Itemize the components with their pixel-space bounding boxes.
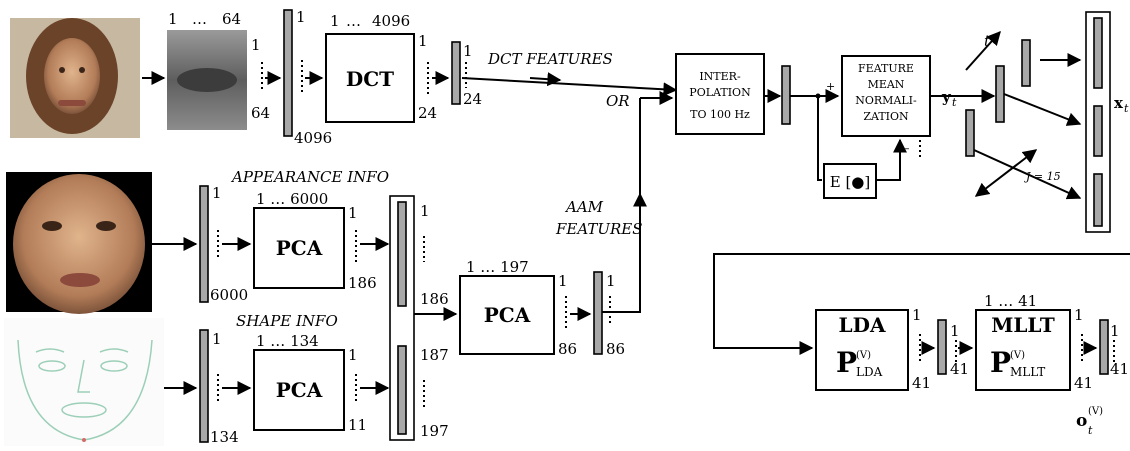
fmn-line4: ZATION bbox=[863, 110, 909, 123]
pca-shape-out-start: 1 bbox=[348, 346, 358, 364]
appearance-vec-end: 6000 bbox=[210, 286, 248, 304]
aam-feature-vector bbox=[594, 272, 602, 354]
lda-out-start: 1 bbox=[950, 322, 960, 340]
shape-vector bbox=[200, 330, 208, 442]
concat-top-start: 1 bbox=[420, 202, 430, 220]
stacked-part-3 bbox=[1094, 174, 1102, 226]
mllt-out-start: 1 bbox=[1110, 322, 1120, 340]
pca-aam-label: PCA bbox=[484, 303, 531, 327]
stack-vector-right bbox=[1022, 40, 1030, 86]
concat-shape-part bbox=[398, 346, 406, 434]
lda-matrix: P bbox=[836, 346, 857, 379]
pca-appearance-out-start: 1 bbox=[348, 204, 358, 222]
aam-vec-start: 1 bbox=[606, 272, 616, 290]
shape-info-label: SHAPE INFO bbox=[236, 312, 338, 330]
stacked-part-2 bbox=[1094, 106, 1102, 156]
x-label: x bbox=[1114, 94, 1124, 112]
pca-shape-range: 1 … 134 bbox=[256, 332, 319, 350]
lda-matrix-sub: LDA bbox=[856, 365, 883, 379]
lda-matrix-sup: (V) bbox=[856, 350, 871, 361]
dct-vec-start: 1 bbox=[463, 42, 473, 60]
pca-appearance-out-end: 186 bbox=[348, 274, 377, 292]
dct-range-start: 1 bbox=[330, 12, 340, 30]
fmn-plus: + bbox=[826, 80, 835, 93]
crop-height-start: 1 bbox=[251, 36, 261, 54]
mllt-in-end: 41 bbox=[1074, 374, 1093, 392]
svg-text:…: … bbox=[346, 12, 361, 30]
o-sub: t bbox=[1088, 424, 1093, 437]
stack-vector-mid bbox=[996, 66, 1004, 122]
dct-out-end: 24 bbox=[418, 104, 437, 122]
face-shape-mesh-image bbox=[4, 318, 164, 446]
lda-label: LDA bbox=[839, 313, 886, 337]
interp-line2: POLATION bbox=[689, 86, 751, 99]
mllt-matrix-sup: (V) bbox=[1010, 350, 1025, 361]
aam-features-line2: FEATURES bbox=[555, 220, 643, 238]
t-label: t bbox=[984, 32, 991, 50]
expectation-label: E [●] bbox=[830, 173, 871, 191]
stacked-part-1 bbox=[1094, 18, 1102, 88]
mllt-range: 1 … 41 bbox=[984, 292, 1037, 310]
or-label: OR bbox=[606, 92, 630, 110]
aam-vec-end: 86 bbox=[606, 340, 625, 358]
lda-in-start: 1 bbox=[912, 306, 922, 324]
pca-shape-label: PCA bbox=[276, 378, 323, 402]
dct-feature-vector bbox=[452, 42, 460, 104]
lda-out-end: 41 bbox=[950, 360, 969, 378]
appearance-info-label: APPEARANCE INFO bbox=[230, 168, 389, 186]
appearance-vector bbox=[200, 186, 208, 302]
mllt-matrix-sub: MLLT bbox=[1010, 365, 1045, 379]
face-photo-full bbox=[10, 18, 140, 138]
concat-appearance-part bbox=[398, 202, 406, 306]
mouth-roi-image bbox=[167, 30, 247, 130]
dct-features-label: DCT FEATURES bbox=[487, 50, 613, 68]
y-sub: t bbox=[952, 96, 957, 109]
crop-height-end: 64 bbox=[251, 104, 270, 122]
o-sup: (V) bbox=[1088, 406, 1103, 417]
vector-4096 bbox=[284, 10, 292, 136]
crop-ellipsis: … bbox=[192, 10, 207, 28]
concat-bottom-start: 187 bbox=[420, 346, 449, 364]
fmn-minus: – bbox=[904, 142, 910, 155]
o-label: o bbox=[1076, 411, 1087, 431]
mllt-matrix: P bbox=[990, 346, 1011, 379]
pca-shape-out-end: 11 bbox=[348, 416, 367, 434]
pca-appearance-range: 1 … 6000 bbox=[256, 190, 328, 208]
mllt-out-end: 41 bbox=[1110, 360, 1129, 378]
dct-range-end: 4096 bbox=[372, 12, 410, 30]
shape-vec-end: 134 bbox=[210, 428, 239, 446]
lda-output-vector bbox=[938, 320, 946, 374]
dct-vec-end: 24 bbox=[463, 90, 482, 108]
pca-aam-out-start: 1 bbox=[558, 272, 568, 290]
concat-bottom-end: 197 bbox=[420, 422, 449, 440]
appearance-vec-start: 1 bbox=[212, 184, 222, 202]
vector-4096-start: 1 bbox=[296, 8, 306, 26]
mllt-in-start: 1 bbox=[1074, 306, 1084, 324]
stack-vector-left bbox=[966, 110, 974, 156]
fmn-line1: FEATURE bbox=[858, 62, 914, 75]
concat-top-end: 186 bbox=[420, 290, 449, 308]
fmn-line2: MEAN bbox=[868, 78, 905, 91]
pca-aam-out-end: 86 bbox=[558, 340, 577, 358]
pca-appearance-label: PCA bbox=[276, 236, 323, 260]
interp-output-vector bbox=[782, 66, 790, 124]
crop-range-end: 64 bbox=[222, 10, 241, 28]
pca-aam-range: 1 … 197 bbox=[466, 258, 529, 276]
x-sub: t bbox=[1124, 102, 1129, 115]
interp-line1: INTER- bbox=[699, 70, 741, 83]
face-appearance-image bbox=[6, 172, 152, 314]
dct-label: DCT bbox=[346, 67, 394, 91]
crop-range-start: 1 bbox=[168, 10, 178, 28]
y-label: y bbox=[941, 88, 952, 106]
interp-line3: TO 100 Hz bbox=[690, 108, 750, 121]
dct-out-start: 1 bbox=[418, 32, 428, 50]
mllt-output-vector bbox=[1100, 320, 1108, 374]
aam-features-line1: AAM bbox=[564, 198, 604, 216]
vector-4096-end: 4096 bbox=[294, 129, 332, 147]
fmn-line3: NORMALI- bbox=[855, 94, 917, 107]
mllt-label: MLLT bbox=[991, 313, 1055, 337]
lda-in-end: 41 bbox=[912, 374, 931, 392]
shape-vec-start: 1 bbox=[212, 330, 222, 348]
